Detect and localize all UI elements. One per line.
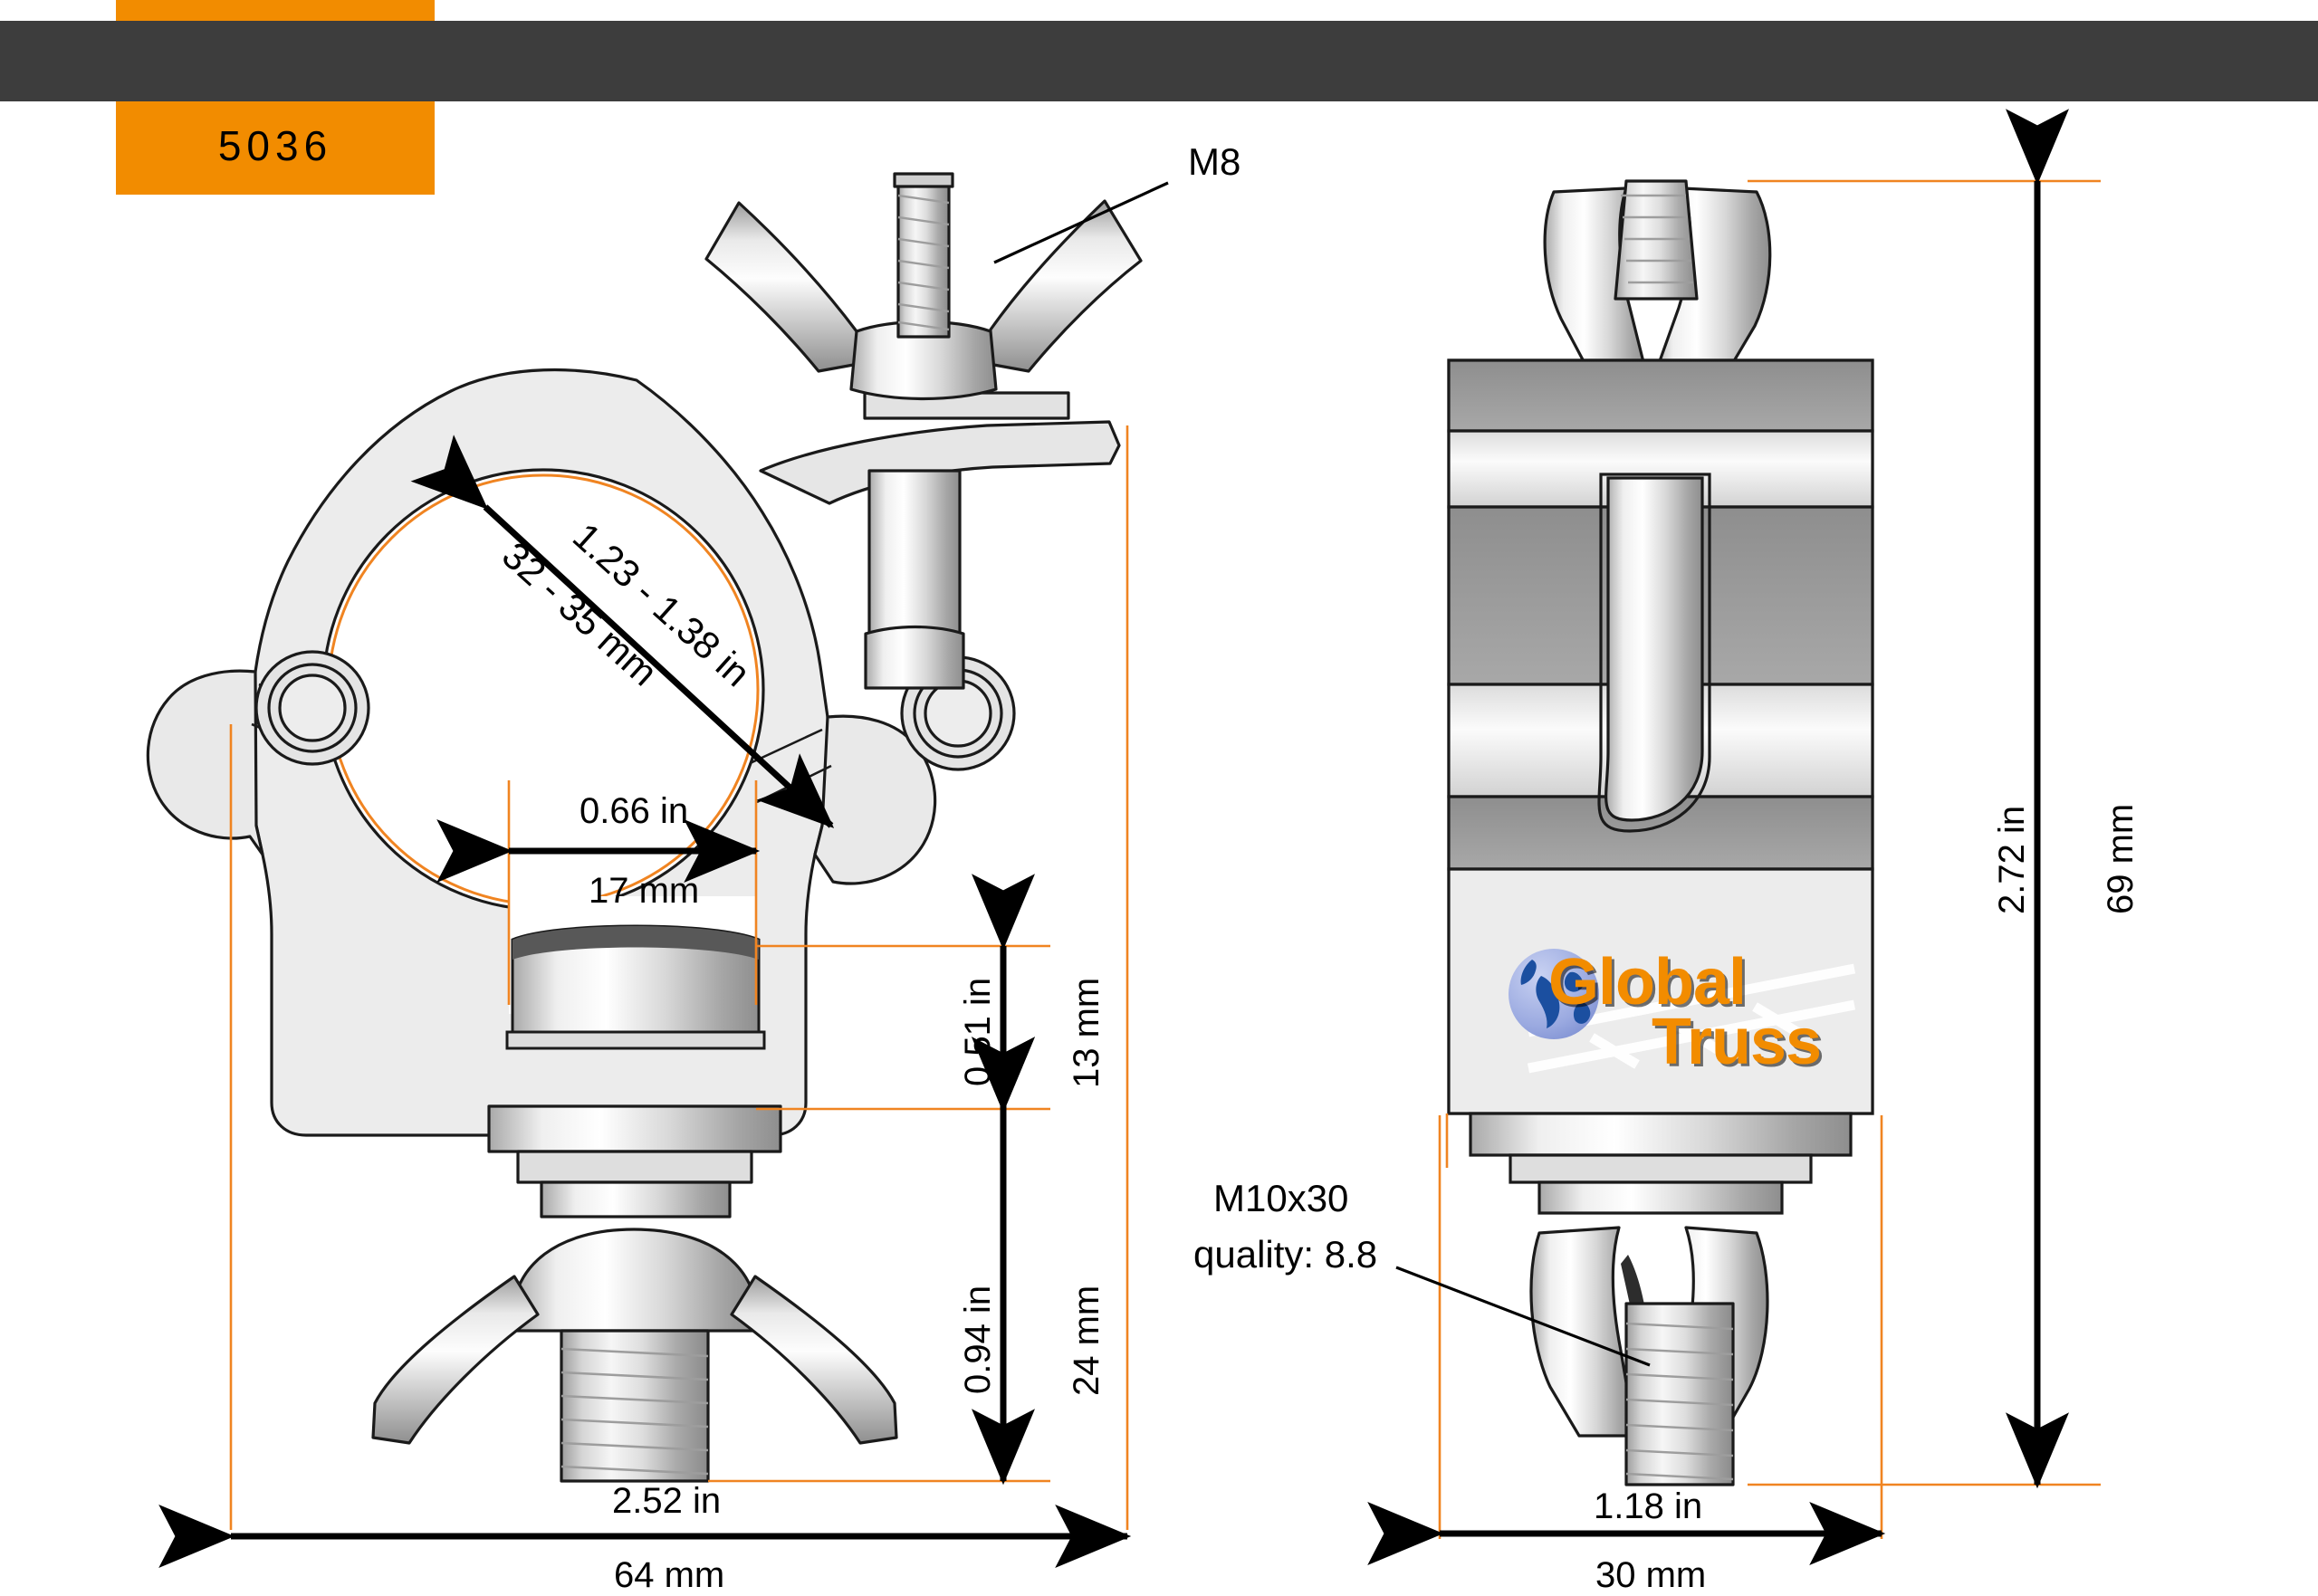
global-truss-logo: Global Truss: [1492, 932, 1882, 1104]
body-height-inch: 0.51 in: [958, 977, 998, 1086]
part-number-label: 5036: [217, 122, 333, 169]
bolt-length-metric: 24 mm: [1067, 1285, 1106, 1396]
overall-height-metric: 69 mm: [2101, 803, 2141, 914]
overall-depth-metric: 30 mm: [1595, 1555, 1707, 1595]
dark-header-bar: [0, 21, 2318, 101]
logo-text-truss: Truss: [1652, 1006, 1822, 1078]
jaw-opening-metric: 17 mm: [589, 871, 700, 911]
m8-leader-line: [993, 181, 1169, 264]
bolt-length-inch: 0.94 in: [958, 1285, 998, 1394]
bolt-spec-leader-line: [1395, 1266, 1651, 1367]
overall-depth-inch: 1.18 in: [1594, 1486, 1703, 1526]
overall-height-inch: 2.72 in: [1992, 805, 2032, 914]
callout-m8-label: M8: [1188, 140, 1241, 183]
callout-bolt-spec-line2: quality: 8.8: [1193, 1233, 1378, 1276]
dimension-arrows-right: [1367, 109, 2069, 1565]
overall-width-inch: 2.52 in: [612, 1481, 722, 1521]
jaw-opening-inch: 0.66 in: [580, 791, 689, 831]
logo-text-global: Global: [1548, 946, 1747, 1018]
callout-bolt-spec-line1: M10x30: [1213, 1177, 1349, 1219]
overall-width-metric: 64 mm: [614, 1555, 725, 1595]
body-height-metric: 13 mm: [1067, 977, 1106, 1088]
